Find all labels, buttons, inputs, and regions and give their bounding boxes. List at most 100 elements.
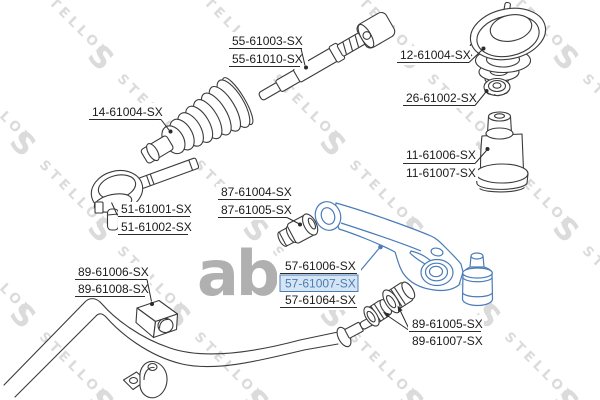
- stabilizer-bar-drawing: [3, 298, 376, 398]
- control-arm-drawing: [314, 201, 464, 292]
- leader-line: [146, 279, 152, 302]
- boot-neck-ring: [146, 143, 160, 162]
- part-number-label[interactable]: 89-61008-SX: [78, 282, 149, 296]
- leader-line: [468, 49, 483, 63]
- label-group-mount-nut: 26-61002-SX: [402, 89, 489, 108]
- bushing-a-hole: [366, 310, 376, 323]
- part-number-label[interactable]: 26-61002-SX: [406, 91, 477, 105]
- arm-small-hole: [430, 247, 444, 257]
- arm-pocket-mid: [424, 262, 449, 282]
- label-bg: [88, 103, 164, 122]
- leader-line: [300, 48, 306, 66]
- label-group-strut-mount: 12-61004-SX: [395, 46, 486, 65]
- part-number-label[interactable]: 51-61001-SX: [121, 202, 192, 216]
- label-group-link-bushings: 89-61005-SX 89-61007-SX: [383, 305, 484, 349]
- tre-shank: [137, 157, 200, 190]
- mount-nut-drawing: [483, 77, 511, 97]
- leader-dot: [150, 302, 154, 306]
- arm-pocket-inner: [428, 265, 444, 278]
- label-bg: [402, 90, 478, 108]
- bushing-cap-hole: [307, 217, 317, 230]
- part-number-label[interactable]: 11-61007-SX: [406, 166, 476, 180]
- part-number-label[interactable]: 89-61006-SX: [78, 265, 149, 279]
- bj-stud-top: [470, 252, 484, 260]
- stab-bar-lower-edge: [14, 313, 339, 398]
- arm-bushing-drawing: [277, 213, 319, 247]
- part-number-label[interactable]: 51-61002-SX: [121, 220, 192, 234]
- link-bushing-b-drawing: [382, 281, 416, 314]
- bump-stop-drawing: [475, 111, 529, 193]
- stab-bar-upper-edge: [3, 298, 339, 386]
- label-group-tie-rod-end: 51-61001-SX 51-61002-SX: [111, 202, 194, 238]
- bs-bottom-rim: [479, 187, 525, 193]
- label-bg: [395, 46, 471, 65]
- label-group-arm-bushing: 87-61004-SX 87-61005-SX: [216, 184, 302, 227]
- label-group-bump-stop: 11-61006-SX 11-61007-SX: [402, 146, 490, 181]
- part-number-label[interactable]: 12-61004-SX: [400, 48, 471, 62]
- shank-ticks: [145, 159, 194, 186]
- stabilizer-bushing-drawing: [135, 299, 179, 339]
- nut-hole: [492, 82, 502, 89]
- bs-flange: [475, 163, 529, 184]
- leader-dot: [484, 89, 489, 93]
- leader-line: [474, 92, 486, 106]
- part-number-label[interactable]: 89-61005-SX: [412, 317, 483, 331]
- leader-arrowhead: [383, 312, 390, 318]
- strut-mount-drawing: [469, 1, 547, 86]
- label-bg: [228, 32, 308, 69]
- leader-dot: [485, 147, 490, 151]
- label-bg: [74, 263, 150, 298]
- bs-shoulder: [485, 127, 514, 140]
- part-number-label[interactable]: 57-61006-SX: [285, 259, 356, 273]
- part-number-label[interactable]: 14-61004-SX: [92, 105, 163, 119]
- mount-dome-hole: [489, 14, 533, 42]
- part-number-label[interactable]: 89-61007-SX: [412, 334, 483, 348]
- leader-dot: [304, 65, 308, 70]
- part-number-label[interactable]: 11-61006-SX: [406, 148, 476, 162]
- leader-line: [286, 217, 299, 224]
- label-group-inner-tie-rod: 55-61003-SX 55-61010-SX: [228, 32, 308, 70]
- leader-dot: [298, 222, 302, 227]
- leader-line: [111, 202, 118, 216]
- leader-line: [384, 313, 411, 332]
- tre-pin: [94, 201, 104, 214]
- leader-line-blue: [357, 248, 380, 274]
- leader-dot: [481, 46, 486, 51]
- bj-body: [461, 271, 494, 307]
- ball-joint-drawing: [461, 252, 494, 307]
- leader-arrowhead: [397, 305, 403, 313]
- selected-part-highlight[interactable]: [279, 274, 359, 292]
- block-hole-arc: [158, 318, 169, 329]
- tie-rod-end-drawing: [90, 157, 200, 231]
- part-number-label-selected[interactable]: 57-61007-SX: [285, 277, 356, 291]
- bj-band-2: [462, 292, 493, 298]
- bj-body-top: [462, 267, 493, 279]
- arm-inner-edge: [340, 222, 422, 252]
- bj-band-1: [462, 277, 493, 283]
- part-number-label[interactable]: 87-61005-SX: [221, 203, 292, 217]
- stabilizer-bracket-drawing: [122, 360, 168, 399]
- bs-top-hole: [493, 113, 506, 119]
- bracket-inner-arc: [143, 366, 155, 381]
- bushing-b-hole: [385, 294, 397, 309]
- bushing-b-end: [401, 281, 416, 300]
- label-group-stabilizer-bushing: 89-61006-SX 89-61008-SX: [74, 263, 154, 306]
- bracket-ear-hole: [128, 376, 139, 385]
- coupler-hole: [362, 31, 372, 40]
- part-number-label[interactable]: 55-61010-SX: [232, 52, 303, 66]
- steering-boot-drawing: [140, 77, 254, 164]
- rod-thread-lines: [342, 35, 360, 55]
- bs-bottom-arc: [476, 183, 528, 190]
- part-number-label[interactable]: 87-61004-SX: [221, 185, 292, 199]
- label-bg: [118, 202, 194, 238]
- leader-dot-blue: [378, 244, 383, 250]
- leader-line: [160, 119, 170, 131]
- part-number-label[interactable]: 55-61003-SX: [232, 34, 303, 48]
- label-group-steering-boot: 14-61004-SX: [88, 103, 173, 134]
- arm-front-eye-hole: [320, 207, 336, 225]
- part-number-label[interactable]: 57-61064-SX: [285, 293, 356, 307]
- label-bg: [216, 184, 292, 220]
- bj-stud-sides: [469, 255, 485, 268]
